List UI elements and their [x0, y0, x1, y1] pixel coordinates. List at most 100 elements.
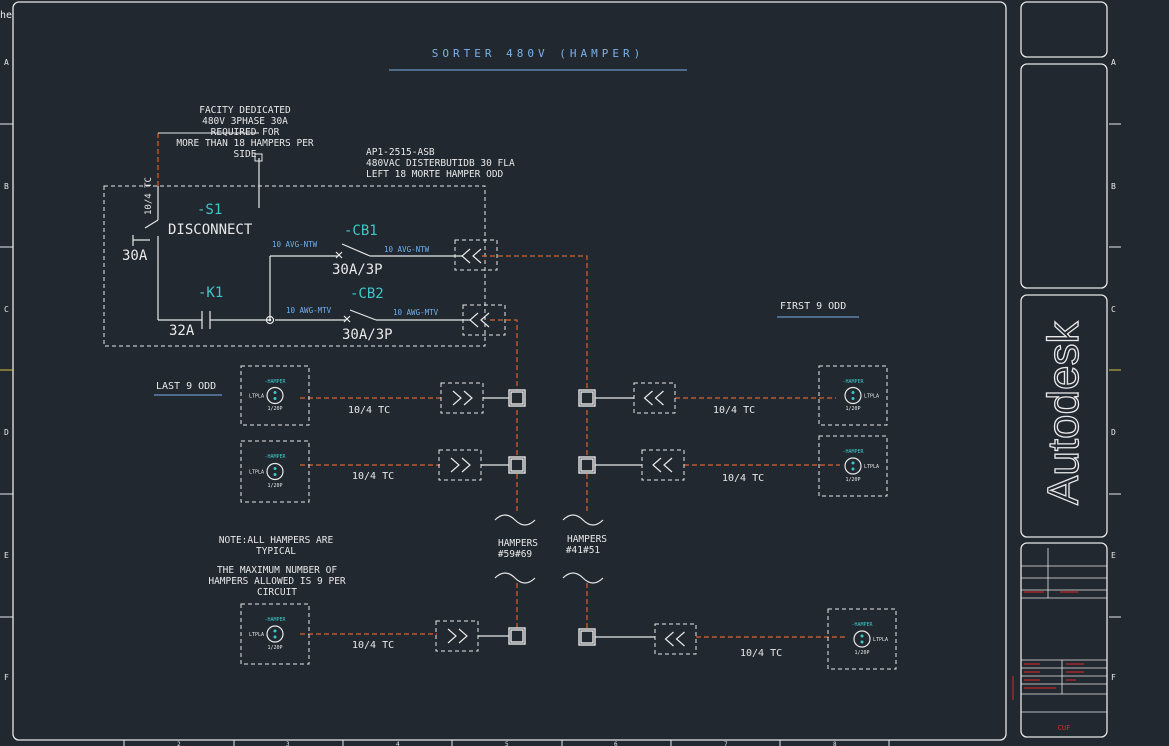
col-number: 4 [396, 741, 400, 746]
disconnect-switch [132, 186, 202, 321]
note-line: THE MAXIMUM NUMBER OF [217, 565, 337, 576]
cb2-rating: 30A/3P [342, 327, 393, 343]
hamper-rating: 1/20P [267, 483, 282, 489]
branch-connector [440, 382, 484, 414]
hamper-circle [266, 462, 284, 481]
breaker-cb2 [275, 309, 470, 323]
hampers-right-range: #41#51 [566, 545, 601, 556]
hamper-label: LTPLA [249, 470, 264, 476]
branch-connector [654, 623, 697, 655]
hamper-device: -HAMPER LTPLA 1/20P [240, 440, 310, 503]
facility-note-line: MORE THAN 18 HAMPERS PER [176, 138, 314, 149]
connector-cb1 [454, 239, 498, 271]
hamper-tag: -HAMPER [264, 379, 286, 385]
hamper-tag: -HAMPER [264, 454, 286, 460]
s1-tag: -S1 [197, 202, 222, 218]
cable-label: 10/4 TC [352, 471, 394, 482]
hamper-rating: 1/20P [267, 406, 282, 412]
panel-note-line: LEFT 18 MORTE HAMPER ODD [366, 169, 504, 180]
cable-label: 10/4 TC [740, 648, 782, 659]
row-letter-c: C [4, 305, 9, 314]
hampers-left-label: HAMPERS [498, 538, 538, 549]
cable-label: 10/4 TC [352, 640, 394, 651]
panel-note-line: AP1-2515-ASB [366, 147, 435, 158]
title-block-logo [1020, 294, 1108, 538]
hamper-pin [860, 634, 864, 638]
hamper-pin [851, 461, 855, 465]
facility-note-line: 480V 3PHASE 30A [202, 116, 288, 127]
note-line: HAMPERS ALLOWED IS 9 PER [208, 576, 346, 587]
hamper-label: LTPLA [249, 394, 264, 400]
drawing-title: SORTER 480V (HAMPER) [432, 47, 644, 60]
branch-connector [641, 449, 685, 481]
hamper-rating: 1/20P [845, 477, 860, 483]
junction-boxes [508, 389, 596, 646]
contactor-k1 [201, 311, 270, 329]
row-letter-f-right: F [1111, 673, 1116, 682]
k1-tag: -K1 [198, 285, 223, 301]
hampers-left-range: #59#69 [498, 549, 533, 560]
cable-label: 10/4 TC [713, 405, 755, 416]
branch-connector [438, 449, 482, 481]
hamper-label: LTPLA [873, 637, 888, 643]
cable-label: 10/4 TC [348, 405, 390, 416]
hamper-circle [853, 630, 871, 648]
title-block-bottom [1020, 542, 1108, 738]
row-markers [0, 123, 1121, 618]
row-letter-e-right: E [1111, 551, 1116, 560]
hamper-circle [266, 625, 284, 643]
row-letter-a-right: A [1111, 58, 1116, 67]
drawing-frame [12, 1, 1007, 741]
last-9-odd-label: LAST 9 ODD [156, 381, 216, 392]
note-line: NOTE:ALL HAMPERS ARE [219, 535, 334, 546]
hamper-pin [851, 397, 855, 400]
hamper-rating: 1/20P [267, 645, 282, 651]
panel-note-line: 480VAC DISTERBUTIDB 30 FLA [366, 158, 515, 169]
facility-note-line: FACITY DEDICATED [199, 105, 291, 116]
hampers-right-label: HAMPERS [567, 534, 607, 545]
hamper-pin [273, 635, 277, 639]
note-line: CIRCUIT [257, 587, 297, 598]
hamper-circle [844, 457, 862, 475]
note-line: TYPICAL [256, 546, 296, 557]
cb1-wire-in: 10 AVG-NTW [272, 240, 318, 249]
hamper-tag: -HAMPER [264, 617, 286, 623]
col-number: 2 [177, 741, 181, 746]
title-block-grid [1021, 548, 1107, 713]
col-number: 5 [505, 741, 509, 746]
continuation-breaks [494, 514, 604, 584]
hamper-pin [273, 391, 277, 394]
panel-enclosure [103, 185, 486, 347]
s1-name: DISCONNECT [168, 222, 253, 238]
hamper-pin [273, 473, 277, 476]
title-block-info [1020, 63, 1108, 289]
row-letter-e: E [4, 551, 9, 560]
feeder-node [254, 153, 263, 162]
hamper-rating: 1/20P [845, 406, 860, 412]
hamper-circle [266, 386, 284, 405]
col-number: 3 [286, 741, 290, 746]
hamper-pin [273, 629, 277, 633]
row-letter-b: B [4, 182, 9, 191]
hamper-pin [851, 467, 855, 471]
col-number: 8 [833, 741, 837, 746]
cable-runs [300, 255, 846, 638]
hamper-pin [273, 467, 277, 470]
column-markers [123, 740, 890, 746]
hamper-tag: -HAMPER [851, 622, 873, 628]
cb2-wire-out: 10 AWG-MTV [393, 308, 439, 317]
cb1-wire-out: 10 AVG-NTW [384, 245, 430, 254]
hamper-circle [844, 386, 862, 405]
hamper-pin [860, 640, 864, 644]
cb1-tag: -CB1 [344, 223, 378, 239]
s1-rating: 30A [122, 248, 148, 264]
breaker-cb1 [270, 243, 462, 259]
cb2-wire-in: 10 AWG-MTV [286, 306, 332, 315]
title-block-red-marks [1012, 591, 1084, 700]
